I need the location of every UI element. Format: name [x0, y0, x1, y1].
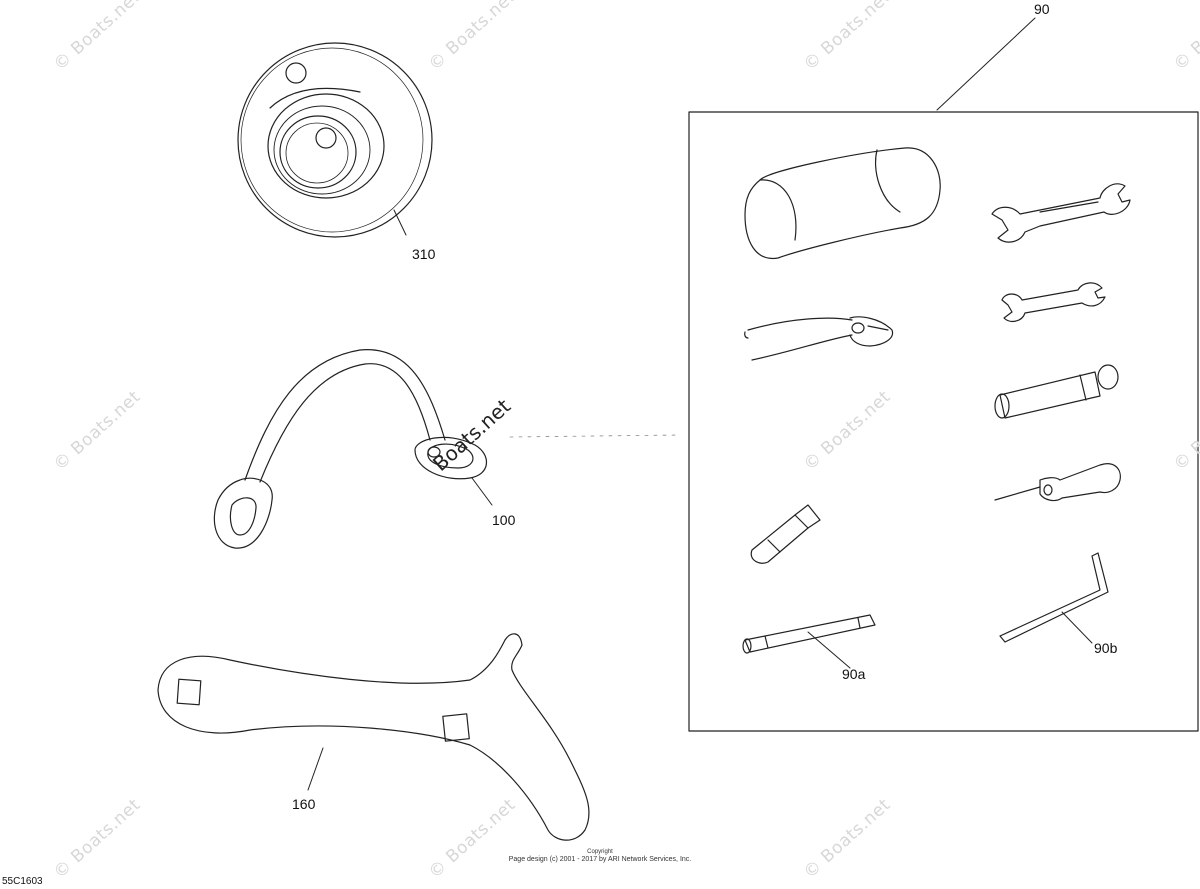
- open-end-wrench-small[interactable]: [1001, 282, 1106, 323]
- part-90b-hex-key[interactable]: [999, 552, 1109, 644]
- drawing-code: 55C1603: [2, 876, 43, 887]
- tool-bag[interactable]: [744, 147, 941, 260]
- dotted-leader: [509, 434, 681, 438]
- copyright-label: Copyright: [587, 849, 613, 855]
- part-90-tool-kit[interactable]: [688, 17, 1199, 732]
- callout-90: 90: [1034, 1, 1050, 17]
- callout-100: 100: [492, 512, 516, 528]
- part-160-spanner-wrench[interactable]: [157, 633, 590, 841]
- part-100-lanyard[interactable]: [213, 349, 493, 549]
- spark-plug-socket[interactable]: [750, 504, 821, 564]
- pliers[interactable]: [744, 316, 894, 361]
- callout-90b: 90b: [1094, 640, 1118, 656]
- part-310-puller[interactable]: [237, 42, 433, 238]
- part-90a-extension-bar[interactable]: [742, 614, 876, 669]
- open-end-wrench-large[interactable]: [991, 183, 1131, 243]
- page-design-notice: Page design (c) 2001 - 2017 by ARI Netwo…: [508, 856, 692, 863]
- socket-tube-wrench[interactable]: [994, 364, 1119, 419]
- callout-160: 160: [292, 796, 316, 812]
- callout-90a: 90a: [842, 666, 866, 682]
- callout-310: 310: [412, 246, 436, 262]
- screwdriver[interactable]: [994, 463, 1121, 502]
